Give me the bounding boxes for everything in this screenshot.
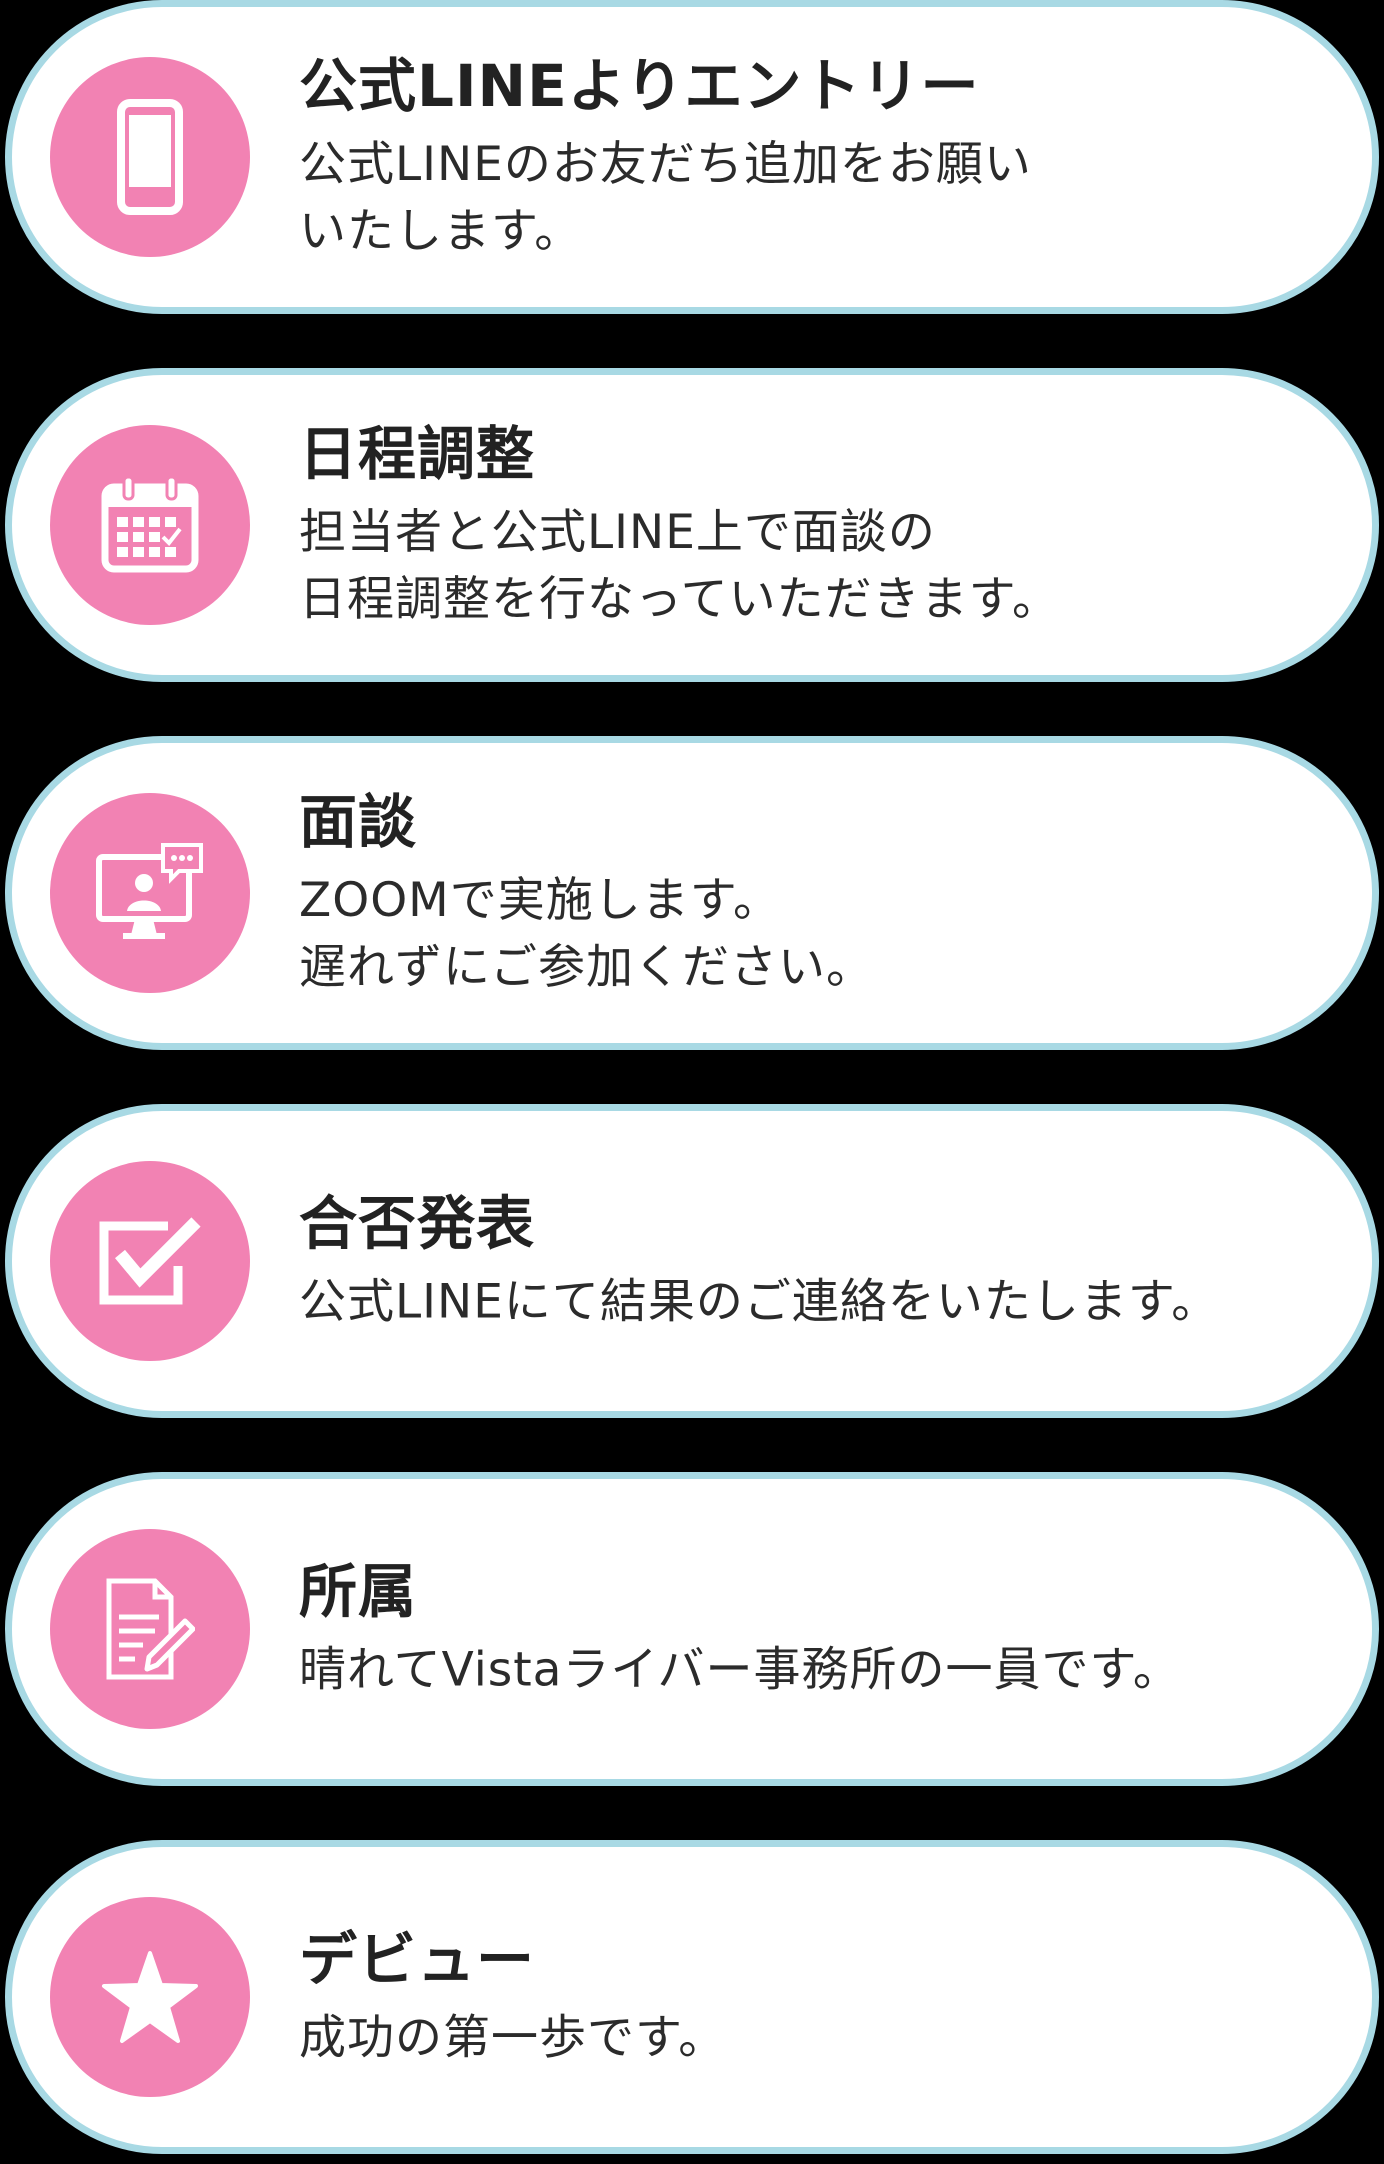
step-card-schedule: 日程調整 担当者と公式LINE上で面談の 日程調整を行なっていただきます。 bbox=[5, 368, 1379, 682]
checkbox-icon bbox=[99, 1217, 201, 1305]
step-text: デビュー 成功の第一歩です。 bbox=[299, 1923, 1302, 2072]
icon-circle bbox=[50, 793, 250, 993]
step-text: 日程調整 担当者と公式LINE上で面談の 日程調整を行なっていただきます。 bbox=[299, 417, 1302, 633]
step-text: 面談 ZOOMで実施します。 遅れずにご参加ください。 bbox=[299, 785, 1302, 1001]
icon-circle bbox=[50, 1529, 250, 1729]
step-description: 公式LINEにて結果のご連絡をいたします。 bbox=[299, 1274, 1220, 1330]
step-title: 面談 bbox=[299, 788, 418, 856]
step-description: 成功の第一歩です。 bbox=[299, 2010, 727, 2066]
step-title: 公式LINEよりエントリー bbox=[299, 52, 980, 120]
step-card-interview: 面談 ZOOMで実施します。 遅れずにご参加ください。 bbox=[5, 736, 1379, 1050]
icon-circle bbox=[50, 57, 250, 257]
step-title: 日程調整 bbox=[299, 420, 536, 488]
step-card-entry: 公式LINEよりエントリー 公式LINEのお友だち追加をお願い いたします。 bbox=[5, 0, 1379, 314]
step-title: デビュー bbox=[299, 1925, 536, 1994]
step-description: 公式LINEのお友だち追加をお願い いたします。 bbox=[299, 137, 1032, 259]
step-description: ZOOMで実施します。 遅れずにご参加ください。 bbox=[299, 873, 875, 995]
video-call-icon bbox=[96, 843, 203, 939]
step-card-affiliation: 所属 晴れてVistaライバー事務所の一員です。 bbox=[5, 1472, 1379, 1786]
step-description: 晴れてVistaライバー事務所の一員です。 bbox=[299, 1642, 1181, 1698]
step-title: 所属 bbox=[299, 1557, 418, 1626]
icon-circle bbox=[50, 425, 250, 625]
step-description: 担当者と公式LINE上で面談の 日程調整を行なっていただきます。 bbox=[299, 505, 1060, 627]
icon-circle bbox=[50, 1897, 250, 2097]
contract-icon bbox=[106, 1578, 195, 1680]
icon-circle bbox=[50, 1161, 250, 1361]
star-icon bbox=[102, 1951, 198, 2043]
calendar-icon bbox=[101, 477, 199, 573]
step-text: 公式LINEよりエントリー 公式LINEのお友だち追加をお願い いたします。 bbox=[299, 49, 1302, 265]
smartphone-icon bbox=[117, 99, 183, 215]
step-text: 所属 晴れてVistaライバー事務所の一員です。 bbox=[299, 1555, 1302, 1704]
step-text: 合否発表 公式LINEにて結果のご連絡をいたします。 bbox=[299, 1187, 1302, 1336]
step-title: 合否発表 bbox=[299, 1189, 536, 1258]
step-card-debut: デビュー 成功の第一歩です。 bbox=[5, 1840, 1379, 2154]
step-card-result: 合否発表 公式LINEにて結果のご連絡をいたします。 bbox=[5, 1104, 1379, 1418]
